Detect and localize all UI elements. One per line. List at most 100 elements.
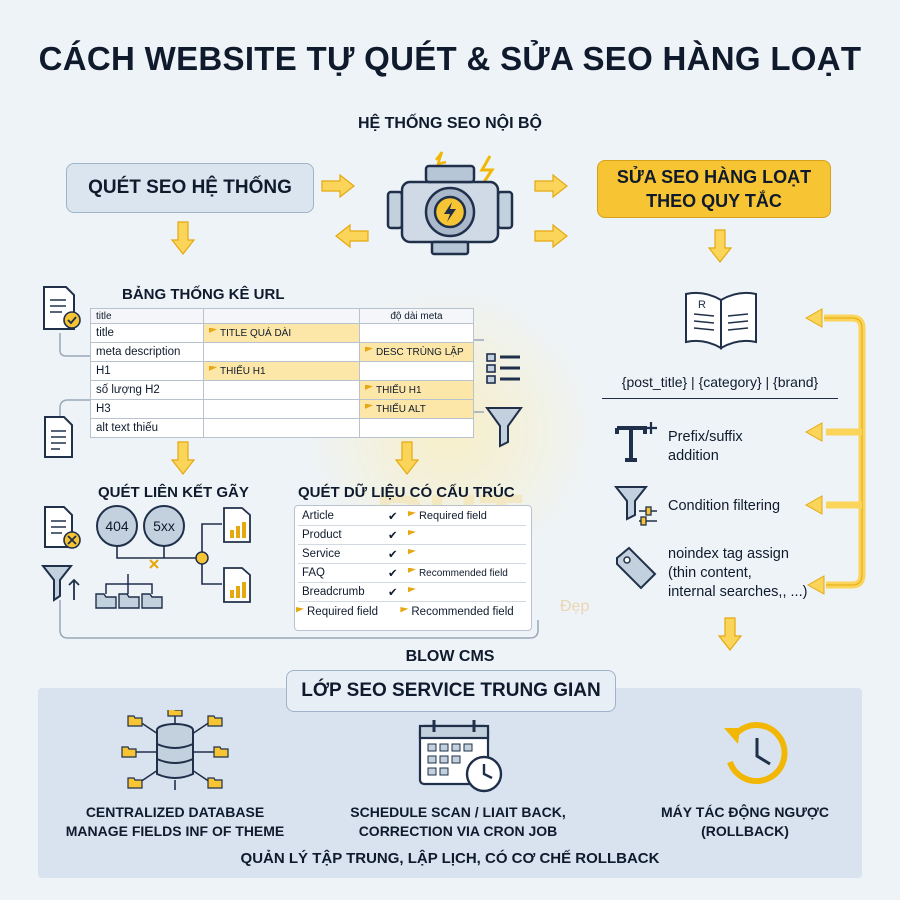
- schema-note-cell: Recommended field: [403, 563, 526, 583]
- tokens-underline: [602, 398, 838, 399]
- table-cell: alt text thiếu: [90, 418, 204, 438]
- open-book-icon: R: [685, 291, 757, 350]
- table-row: meta description DESC TRÙNG LẶP: [90, 342, 474, 362]
- table-cell: H1: [90, 361, 204, 381]
- code-5xx: 5xx: [153, 518, 175, 534]
- structured-legend: Required field Recommended field: [296, 606, 514, 618]
- prefix-line2: addition: [668, 448, 719, 464]
- legend-required: Required field: [307, 606, 378, 618]
- template-tokens: {post_title} | {category} | {brand}: [621, 374, 819, 390]
- table-cell: [203, 380, 360, 400]
- schedule-caption: SCHEDULE SCAN / LIAIT BACK, CORRECTION V…: [322, 803, 594, 841]
- table-row: alt text thiếu: [90, 418, 474, 438]
- table-header-row: title độ dài meta: [90, 308, 474, 324]
- issue-label: THIẾU H1: [376, 384, 422, 396]
- table-row: Product✔: [298, 525, 526, 545]
- table-row: Service✔: [298, 544, 526, 564]
- funnel-icon: [485, 407, 523, 448]
- document-error-icon: [44, 506, 81, 549]
- watermark-subtext: Đẹp: [560, 598, 590, 615]
- issue-flag-cell: THIẾU ALT: [359, 399, 474, 419]
- table-cell: [359, 361, 474, 381]
- flag-icon: [365, 403, 373, 409]
- blow-cms-label: BLOW CMS: [405, 648, 495, 665]
- table-cell: [359, 418, 474, 438]
- table-cell: [359, 323, 474, 343]
- table-cell: title: [90, 323, 204, 343]
- flag-icon: [407, 549, 416, 555]
- document-icon: [44, 416, 73, 458]
- table-row: H3 THIẾU ALT: [90, 399, 474, 419]
- table-cell: [203, 418, 360, 438]
- svg-text:R: R: [698, 299, 706, 311]
- check-icon: ✔: [384, 525, 404, 545]
- schema-type: Article: [298, 507, 384, 526]
- schedule-line2: CORRECTION VIA CRON JOB: [358, 823, 558, 839]
- check-icon: ✔: [384, 563, 404, 583]
- structured-data-table: Article✔Required field Product✔ Service✔…: [298, 507, 526, 602]
- filter-settings-icon: [613, 486, 657, 526]
- document-check-icon: [43, 286, 81, 330]
- text-plus-icon: [615, 422, 657, 462]
- check-icon: ✔: [384, 582, 404, 602]
- flag-icon: [400, 607, 409, 613]
- flag-icon: [365, 384, 373, 390]
- schedule-line1: SCHEDULE SCAN / LIAIT BACK,: [350, 804, 566, 820]
- schema-note: Recommended field: [418, 567, 508, 579]
- calendar-clock-icon: [418, 720, 503, 793]
- db-line1: CENTRALIZED DATABASE: [85, 804, 265, 820]
- table-row: Breadcrumb✔: [298, 582, 526, 602]
- system-subtitle: HỆ THỐNG SEO NỘI BỘ: [357, 115, 542, 132]
- table-cell: H3: [90, 399, 204, 419]
- database-caption: CENTRALIZED DATABASE MANAGE FIELDS INF O…: [48, 803, 302, 841]
- table-header-cell: [203, 308, 360, 324]
- legend-recommended: Recommended field: [411, 606, 514, 618]
- schema-note-cell: Required field: [403, 507, 526, 526]
- noindex-text: noindex tag assign (thin content, intern…: [668, 545, 807, 602]
- noindex-line1: noindex tag assign: [668, 546, 789, 562]
- schema-note-cell: [403, 525, 526, 545]
- database-icon: [121, 710, 229, 790]
- table-row: Article✔Required field: [298, 507, 526, 526]
- rollback-line1: MÁY TÁC ĐỘNG NGƯỢC: [661, 804, 829, 820]
- check-icon: ✔: [384, 544, 404, 564]
- flag-icon: [296, 607, 304, 613]
- table-cell: [203, 399, 360, 419]
- funnel-icon: [40, 565, 80, 602]
- condition-filtering-text: Condition filtering: [668, 498, 781, 514]
- flag-icon: [407, 567, 416, 573]
- db-line2: MANAGE FIELDS INF OF THEME: [65, 823, 285, 839]
- flag-icon: [209, 365, 217, 371]
- batch-fix-box: SỬA SEO HÀNG LOẠT THEO QUY TẮC: [597, 160, 831, 218]
- list-icon: [486, 353, 520, 384]
- check-icon: ✔: [384, 507, 404, 526]
- url-table-title: BẢNG THỐNG KÊ URL: [122, 286, 285, 303]
- flag-icon: [407, 511, 416, 517]
- schema-type: Breadcrumb: [298, 582, 384, 602]
- issue-flag-cell: DESC TRÙNG LẶP: [359, 342, 474, 362]
- schema-note-cell: [403, 544, 526, 564]
- table-header-cell: title: [90, 308, 204, 324]
- batch-fix-line2: THEO QUY TẮC: [646, 191, 782, 211]
- table-row: H1 THIẾU H1: [90, 361, 474, 381]
- rollback-clock-icon: [724, 722, 788, 785]
- table-row: FAQ✔ Recommended field: [298, 563, 526, 583]
- issue-flag-cell: TITLE QUÁ DÀI: [203, 323, 360, 343]
- issue-label: TITLE QUÁ DÀI: [220, 327, 292, 339]
- structured-data-title: QUÉT DỮ LIỆU CÓ CẤU TRÚC: [298, 484, 515, 501]
- noindex-line3: internal searches,, ...): [668, 584, 808, 600]
- url-stats-table: title độ dài meta title TITLE QUÁ DÀI me…: [90, 308, 474, 438]
- table-cell: meta description: [90, 342, 204, 362]
- issue-flag-cell: THIẾU H1: [359, 380, 474, 400]
- schema-type: FAQ: [298, 563, 384, 583]
- table-row: số lượng H2 THIẾU H1: [90, 380, 474, 400]
- prefix-line1: Prefix/suffix: [668, 429, 743, 445]
- footer-summary: QUẢN LÝ TẬP TRUNG, LẬP LỊCH, CÓ CƠ CHẾ R…: [240, 850, 660, 867]
- scan-seo-box: QUÉT SEO HỆ THỐNG: [66, 163, 314, 213]
- broken-links-diagram: 404 5xx: [95, 505, 251, 609]
- noindex-line2: (thin content,: [668, 565, 752, 581]
- flag-icon: [365, 346, 373, 352]
- broken-links-title: QUÉT LIÊN KẾT GÃY: [98, 484, 249, 501]
- issue-label: THIẾU ALT: [376, 403, 426, 415]
